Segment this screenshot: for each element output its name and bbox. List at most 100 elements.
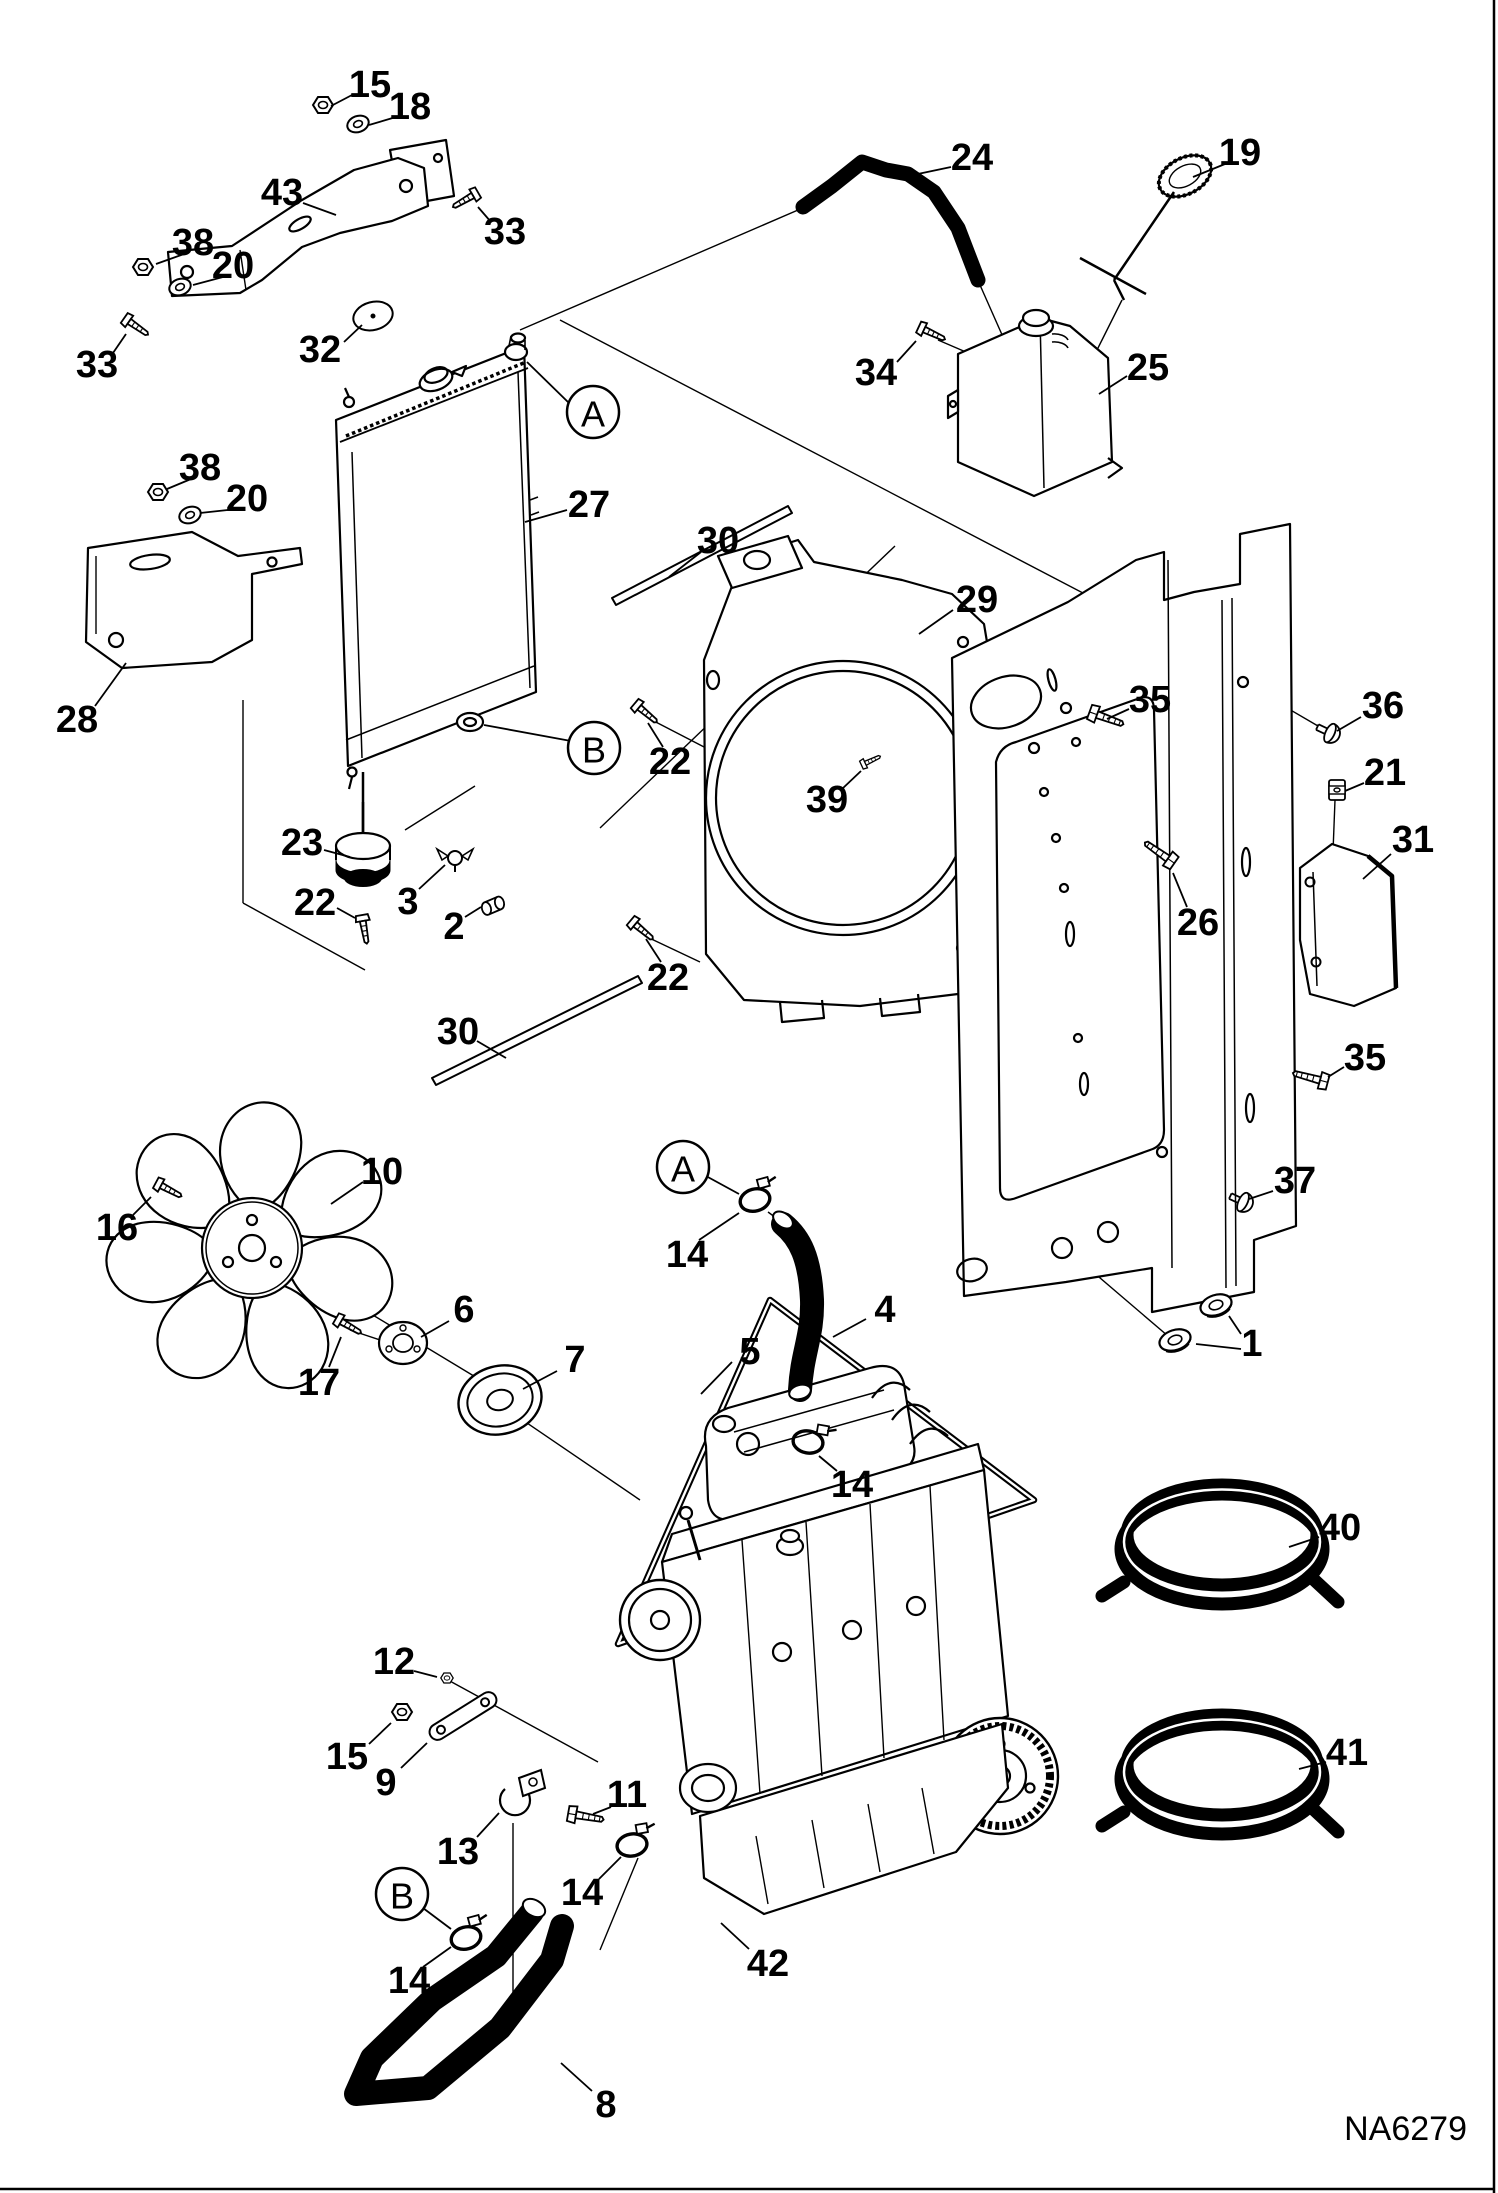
deflector-guard-31 [1298, 842, 1399, 1008]
seal-strip-lower [431, 975, 643, 1086]
construction-line [599, 1857, 639, 1951]
hardware-nut-icon [311, 96, 335, 114]
seal-strip-upper [611, 505, 793, 606]
reservoir-cap-dipstick [1079, 153, 1214, 301]
lower-radiator-hose-8 [344, 1900, 574, 2106]
hardware-clip-icon [1328, 779, 1346, 801]
hardware-screw-icon [629, 697, 658, 724]
leader-line [420, 1320, 450, 1338]
detail-marker-letter-B: B [390, 1876, 414, 1917]
callout-8: 8 [595, 2084, 616, 2126]
leader-line [336, 907, 356, 919]
callout-34: 34 [855, 352, 897, 394]
hardware-bolt-icon [1143, 840, 1180, 871]
callout-14: 14 [666, 1234, 708, 1276]
leader-line [166, 478, 192, 490]
hardware-washer-icon [168, 277, 192, 297]
leader-line [647, 722, 664, 748]
detail-marker-letter-A: A [581, 394, 605, 435]
hardware-bushing-icon [480, 895, 506, 916]
callout-15: 15 [349, 64, 391, 106]
callout-40: 40 [1319, 1507, 1361, 1549]
leader-line [1192, 163, 1226, 178]
callout-20: 20 [212, 245, 254, 287]
construction-line [519, 206, 806, 331]
leader-line [1228, 1315, 1242, 1335]
construction-line [242, 902, 366, 971]
callout-5: 5 [739, 1331, 760, 1373]
leader-line [818, 1455, 838, 1472]
leader-line [330, 94, 353, 107]
leader-line [720, 1922, 750, 1950]
leader-line [918, 609, 954, 635]
hardware-plug-icon [1315, 722, 1341, 744]
vent-hose-24 [795, 154, 986, 288]
callout-22: 22 [294, 882, 336, 924]
callout-11: 11 [607, 1774, 647, 1816]
hardware-nut-icon [146, 483, 170, 501]
detail-marker-circle-B [566, 720, 622, 776]
leader-line [302, 202, 337, 216]
construction-line [647, 717, 707, 749]
leader-line [560, 2062, 593, 2092]
construction-line [447, 1679, 599, 1763]
upper-radiator-hose-4 [771, 1212, 825, 1402]
detail-marker-letter-B: B [582, 730, 606, 771]
hardware-grommet-icon [1158, 1328, 1192, 1353]
leader-line [132, 1196, 152, 1216]
hardware-washer-icon [178, 505, 202, 525]
callout-29: 29 [956, 579, 998, 621]
callout-43: 43 [261, 172, 303, 214]
radiator [334, 332, 540, 832]
construction-line [559, 319, 1151, 629]
callout-28: 28 [56, 699, 98, 741]
leader-line [1298, 1761, 1327, 1770]
leader-line [698, 1212, 740, 1241]
callout-15: 15 [326, 1736, 368, 1778]
construction-line [644, 935, 701, 963]
callout-4: 4 [874, 1289, 895, 1331]
callout-33: 33 [484, 211, 526, 253]
callout-1: 1 [1241, 1323, 1262, 1365]
engine [618, 1364, 1060, 1916]
callout-36: 36 [1362, 685, 1404, 727]
cooling-fan [105, 1101, 394, 1390]
callout-3: 3 [397, 881, 418, 923]
leader-line [668, 551, 702, 578]
callout-6: 6 [453, 1289, 474, 1331]
hardware-holder-icon [498, 1768, 547, 1817]
rear-panel [950, 522, 1298, 1314]
callout-9: 9 [375, 1762, 396, 1804]
callout-10: 10 [361, 1151, 403, 1193]
hardware-wormclamp-icon [615, 1822, 656, 1858]
callout-33: 33 [76, 344, 118, 386]
leader-line [841, 770, 862, 790]
hardware-pulley-icon [457, 1364, 543, 1436]
leader-line [1288, 1536, 1320, 1548]
leader-line [598, 1856, 622, 1880]
leader-line [896, 340, 917, 363]
callout-35: 35 [1344, 1037, 1386, 1079]
leader-lines [94, 94, 1392, 2092]
hardware-spacer-icon [377, 1320, 429, 1366]
callout-23: 23 [281, 822, 323, 864]
leader-line [524, 509, 568, 523]
callout-2: 2 [443, 906, 464, 948]
leader-line [192, 276, 224, 286]
hardware-screw-icon [151, 1176, 183, 1199]
leader-line [1336, 716, 1362, 732]
leader-line [422, 1907, 452, 1930]
callout-26: 26 [1177, 902, 1219, 944]
leader-line [476, 1812, 500, 1838]
hardware-washer-icon [346, 114, 370, 134]
callout-20: 20 [226, 478, 268, 520]
leader-line [645, 938, 662, 963]
callout-17: 17 [298, 1362, 340, 1404]
hardware-screwS-icon [858, 754, 882, 770]
hardware-wormclamp-icon [738, 1175, 777, 1214]
lower-bracket-28 [84, 530, 304, 670]
hardware-screw-icon [119, 311, 150, 337]
callout-7: 7 [564, 1339, 585, 1381]
leader-line [700, 1361, 733, 1395]
hardware-screw-icon [451, 186, 483, 209]
